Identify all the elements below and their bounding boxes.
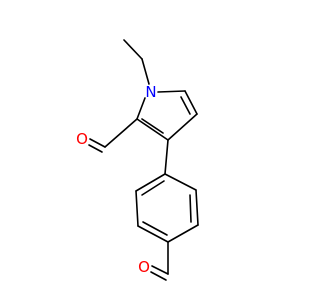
bond-ar-3 — [167, 224, 199, 243]
oxygen-atom-label-bottom: O — [138, 258, 150, 276]
bond-c3-c2 — [136, 118, 169, 141]
bond-c5-c4 — [184, 90, 198, 115]
bond-ar-6 — [135, 173, 166, 192]
bond-ar-2-inner — [189, 194, 192, 223]
bond-ethyl-ch3 — [123, 39, 143, 60]
bond-ar-4-inner — [142, 221, 168, 236]
bond-cho-o-bottom — [151, 265, 169, 275]
bond-ar-6-inner — [141, 180, 165, 196]
bond-c5-c4-inner — [180, 96, 191, 115]
bond-c3-aryl — [164, 139, 169, 175]
bond-c2-cho — [104, 118, 138, 148]
bond-ar-4 — [137, 225, 169, 243]
bond-n-c5 — [157, 90, 186, 93]
bond-c2-n — [136, 97, 146, 120]
bond-cho-o-top-2 — [88, 144, 103, 153]
bond-ar-5 — [135, 190, 139, 227]
bond-cho-o-top — [89, 138, 106, 148]
bond-ar-1 — [164, 173, 197, 191]
bond-ethyl-ch2 — [141, 58, 150, 85]
bond-c4-c3 — [167, 113, 198, 141]
bond-ar-2 — [195, 189, 199, 226]
oxygen-atom-label-top: O — [76, 130, 88, 148]
molecule-structure: N O O — [76, 39, 199, 281]
nitrogen-atom-label: N — [145, 83, 156, 101]
bond-cho-o-bottom-2 — [150, 271, 167, 281]
bond-c3-c2-inner — [141, 118, 164, 134]
structure-canvas: N O O — [76, 39, 199, 281]
